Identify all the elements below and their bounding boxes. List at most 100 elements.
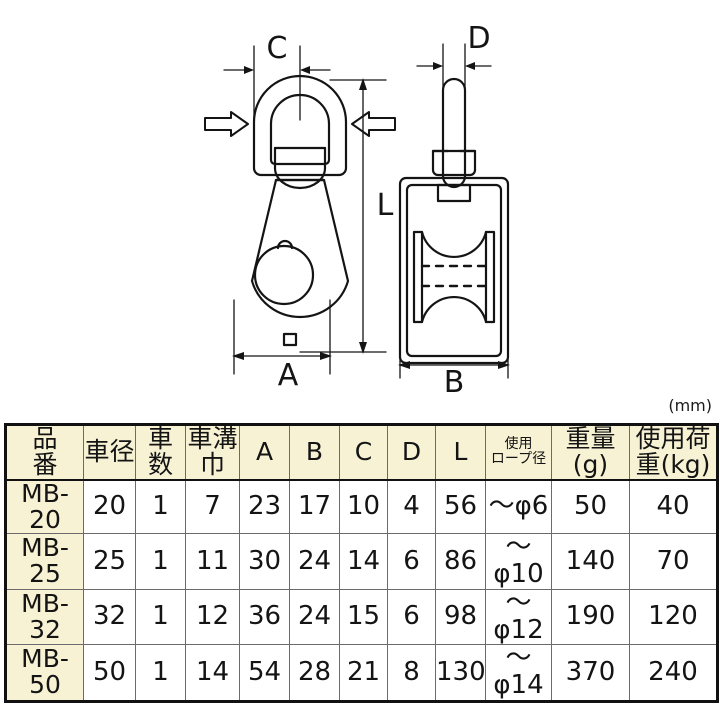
swivel-collar-side [431, 149, 477, 177]
dimension-label-d: D [467, 21, 490, 56]
side-view-group [398, 77, 510, 365]
cheek-plate-left [412, 230, 424, 324]
b-arrowhead-right [498, 361, 510, 369]
c-arrowhead-left [244, 66, 254, 74]
unit-note: (mm) [668, 396, 712, 415]
front-view-group [250, 74, 350, 347]
cell-wheel-dia: 32 [83, 588, 136, 646]
dimension-label-c: C [267, 31, 288, 66]
rope-head-line1: 使用 [504, 435, 533, 452]
cell-part-no: MB-20 [5, 479, 84, 534]
b-arrowhead-left [398, 361, 410, 369]
a-arrowhead-left [232, 352, 244, 360]
top-tab-side [436, 183, 472, 203]
col-header-c: C [339, 424, 388, 481]
a-arrowhead-right [320, 352, 332, 360]
cell-l: 130 [435, 644, 486, 702]
swivel-eye-inner [269, 93, 331, 166]
swivel-arrow-left [204, 111, 249, 137]
cell-d: 8 [387, 644, 436, 702]
cell-rope-dia: ～φ6 [485, 479, 552, 534]
bottom-rivet [282, 332, 298, 347]
cell-wheel-dia: 20 [83, 479, 136, 534]
cell-groove-width: 7 [185, 479, 240, 534]
cell-load: 240 [629, 644, 718, 702]
cell-groove-width: 12 [185, 588, 240, 646]
cell-part-no: MB-25 [5, 533, 84, 590]
swivel-arrow-right [351, 111, 396, 137]
col-header-l: L [435, 424, 486, 481]
rope-head-line2: ロープ径 [490, 451, 547, 468]
cell-a: 30 [239, 533, 290, 590]
cell-groove-width: 14 [185, 644, 240, 702]
cell-part-no: MB-32 [5, 588, 84, 646]
cell-wheel-dia: 25 [83, 533, 136, 590]
cell-wheel-count: 1 [135, 479, 186, 534]
cell-wheel-dia: 50 [83, 644, 136, 702]
spec-table-container: 品 番 車径 車数 車溝巾 A B C D L 使用 ロープ径 重量(g) 使用… [4, 423, 719, 703]
sheave-circle [253, 244, 315, 306]
axle-nub [276, 239, 294, 250]
cell-wheel-count: 1 [135, 588, 186, 646]
col-header-b: B [289, 424, 340, 481]
swivel-boss [273, 146, 327, 190]
col-header-part-no: 品 番 [5, 424, 84, 481]
cell-part-no: MB-50 [5, 644, 84, 702]
col-header-a: A [239, 424, 290, 481]
cell-c: 10 [339, 479, 388, 534]
col-header-d: D [387, 424, 436, 481]
dimension-label-b: B [444, 365, 465, 400]
dimension-lines [223, 43, 510, 379]
cell-b: 24 [289, 588, 340, 646]
pulley-body-front [250, 178, 350, 319]
cell-b: 28 [289, 644, 340, 702]
sheave-arc-upper [420, 230, 488, 258]
sheave-arc-lower [420, 296, 488, 324]
block-shell-outer [398, 176, 510, 365]
cell-c: 15 [339, 588, 388, 646]
cell-wheel-count: 1 [135, 644, 186, 702]
cell-rope-dia: ～φ12 [485, 588, 552, 646]
cell-d: 4 [387, 479, 436, 534]
col-header-wheel-count: 車数 [135, 424, 186, 481]
l-arrowhead-top [359, 78, 367, 90]
table-row: MB-20 20 1 7 23 17 10 4 56 ～φ6 50 40 [5, 479, 718, 534]
table-body: MB-20 20 1 7 23 17 10 4 56 ～φ6 50 40 MB-… [5, 479, 718, 702]
cell-d: 6 [387, 533, 436, 590]
cell-a: 23 [239, 479, 290, 534]
c-arrowhead-right [300, 66, 310, 74]
specification-table: 品 番 車径 車数 車溝巾 A B C D L 使用 ロープ径 重量(g) 使用… [4, 423, 719, 703]
cell-weight: 50 [551, 479, 630, 534]
cell-b: 24 [289, 533, 340, 590]
table-row: MB-32 32 1 12 36 24 15 6 98 ～φ12 190 120 [5, 588, 718, 646]
col-header-wheel-dia: 車径 [83, 424, 136, 481]
cell-load: 40 [629, 479, 718, 534]
cell-l: 56 [435, 479, 486, 534]
cell-a: 54 [239, 644, 290, 702]
cell-weight: 140 [551, 533, 630, 590]
col-header-groove-width: 車溝巾 [185, 424, 240, 481]
cell-load: 120 [629, 588, 718, 646]
col-header-load: 使用荷重(kg) [629, 424, 718, 481]
table-header-row: 品 番 車径 車数 車溝巾 A B C D L 使用 ロープ径 重量(g) 使用… [5, 424, 718, 481]
cell-wheel-count: 1 [135, 533, 186, 590]
swivel-eye-rod-side [441, 77, 467, 189]
table-row: MB-25 25 1 11 30 24 14 6 86 ～φ10 140 70 [5, 533, 718, 590]
table-row: MB-50 50 1 14 54 28 21 8 130 ～φ14 370 24… [5, 644, 718, 702]
cell-rope-dia: ～φ14 [485, 644, 552, 702]
cell-groove-width: 11 [185, 533, 240, 590]
swivel-eye-outer [252, 74, 348, 177]
col-header-rope-dia: 使用 ロープ径 [485, 424, 552, 481]
d-arrowhead-left [433, 62, 443, 70]
cell-b: 17 [289, 479, 340, 534]
l-arrowhead-bottom [359, 342, 367, 354]
technical-drawing: C D L A B [204, 21, 510, 400]
cheek-plate-right [484, 230, 496, 324]
cell-l: 98 [435, 588, 486, 646]
cell-load: 70 [629, 533, 718, 590]
cell-weight: 370 [551, 644, 630, 702]
d-arrowhead-right [465, 62, 475, 70]
cell-rope-dia: ～φ10 [485, 533, 552, 590]
swivel-callout-arrows [204, 111, 396, 137]
